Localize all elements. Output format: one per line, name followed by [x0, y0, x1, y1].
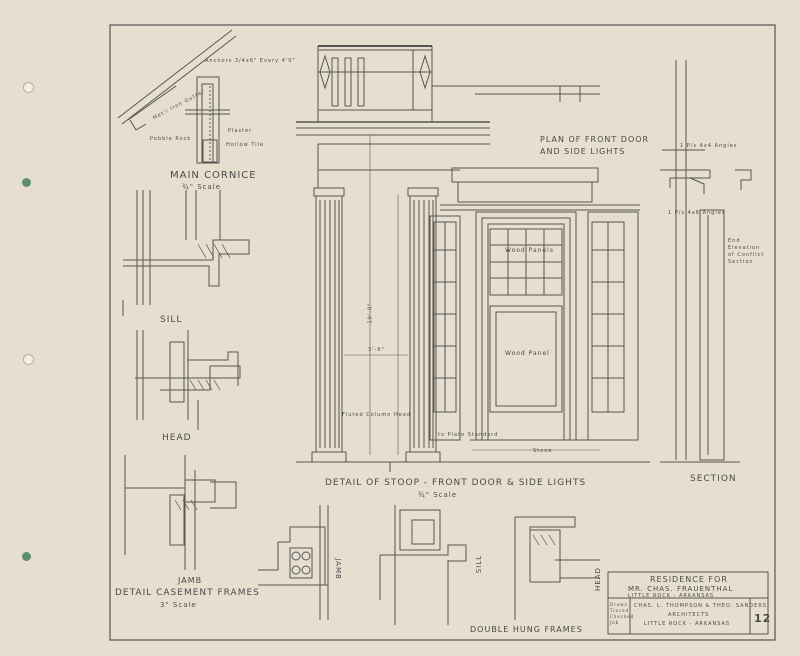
annotation-fluted-column: Fluted Column Head	[342, 412, 412, 418]
annotation-angle-2: 1 P/s 4x6 Angles	[668, 210, 726, 216]
binder-hole-bottom	[22, 552, 31, 561]
casement-jamb-drawing	[124, 455, 237, 570]
double-hung-head-label: HEAD	[593, 567, 602, 591]
sheet-number: 12	[754, 612, 772, 625]
detail-stoop-title: DETAIL OF STOOP - FRONT DOOR & SIDE LIGH…	[325, 478, 587, 488]
annotation-dim-width: 3'-6"	[368, 347, 385, 353]
plan-front-door-title: PLAN OF FRONT DOOR	[540, 135, 650, 144]
left-column-drawing	[311, 187, 347, 463]
title-block-architect: CHAS. L. THOMPSON & THEO. SANDERS	[634, 603, 767, 609]
annotation-wood-panels: Wood Panels	[505, 247, 554, 254]
title-block-line2: MR. CHAS. FRAUENTHAL	[628, 585, 734, 593]
main-cornice-scale: ¾" Scale	[182, 183, 222, 191]
annotation-plate-standard: to Plate Standard	[438, 432, 499, 438]
title-block-line3: LITTLE ROCK - ARKANSAS	[628, 593, 715, 599]
railing-drawing	[317, 45, 600, 122]
door-glazing-drawing	[489, 228, 563, 296]
double-hung-sill-drawing	[379, 505, 467, 625]
binder-hole-middle	[22, 178, 31, 187]
casement-head-drawing	[135, 330, 241, 430]
double-hung-jamb-drawing	[258, 505, 329, 620]
main-cornice-drawing	[117, 29, 237, 164]
end-elevation-label: End Elevation of Conflict Section	[728, 238, 765, 265]
double-hung-head-drawing	[514, 516, 600, 620]
annotation-wood-panel: Wood Panel	[505, 350, 550, 357]
left-sidelight-drawing	[429, 215, 461, 441]
section-label: SECTION	[690, 474, 737, 484]
detail-casement-title: DETAIL CASEMENT FRAMES	[115, 588, 260, 598]
annotation-stone: Stone	[533, 448, 553, 454]
entablature-drawing	[296, 121, 490, 188]
title-block-drawing	[607, 571, 769, 635]
double-hung-title: DOUBLE HUNG FRAMES	[470, 625, 583, 634]
door-surround-drawing	[440, 167, 640, 441]
casement-sill-drawing	[122, 190, 250, 316]
title-block-line1: RESIDENCE FOR	[650, 575, 728, 584]
annotation-pebble-rock: Pebble Rock	[150, 136, 192, 142]
title-block-city: LITTLE ROCK - ARKANSAS	[644, 621, 731, 627]
annotation-angle-1: 1 P/s 4x4 Angles	[680, 143, 738, 149]
annotation-anchors: Anchors 3/4x6" Every 4'0"	[205, 58, 296, 64]
sill-label: SILL	[160, 315, 183, 325]
jamb-label: JAMB	[178, 576, 203, 585]
detail-casement-scale: 3" Scale	[160, 601, 197, 609]
annotation-hollow-tile: Hollow Tile	[226, 142, 265, 148]
right-column-drawing	[405, 187, 441, 463]
detail-stoop-scale: ¾" Scale	[418, 491, 458, 499]
annotation-plaster: Plaster	[228, 128, 253, 134]
binder-hole-top	[23, 82, 34, 93]
right-sidelight-drawing	[587, 211, 639, 441]
plan-front-door-subtitle: AND SIDE LIGHTS	[540, 147, 626, 156]
binder-hole-lower	[23, 354, 34, 365]
head-label: HEAD	[162, 433, 192, 443]
section-drawing	[660, 60, 752, 463]
door-panel-drawing	[489, 305, 563, 413]
title-block-meta: Drawn Traced Checked Job	[610, 602, 635, 625]
main-cornice-title: MAIN CORNICE	[170, 170, 257, 181]
title-block-architects: ARCHITECTS	[668, 612, 710, 618]
double-hung-sill-label: SILL	[475, 554, 484, 574]
annotation-dim-height: 10'-0"	[367, 302, 374, 324]
double-hung-jamb-label: JAMB	[333, 558, 342, 580]
